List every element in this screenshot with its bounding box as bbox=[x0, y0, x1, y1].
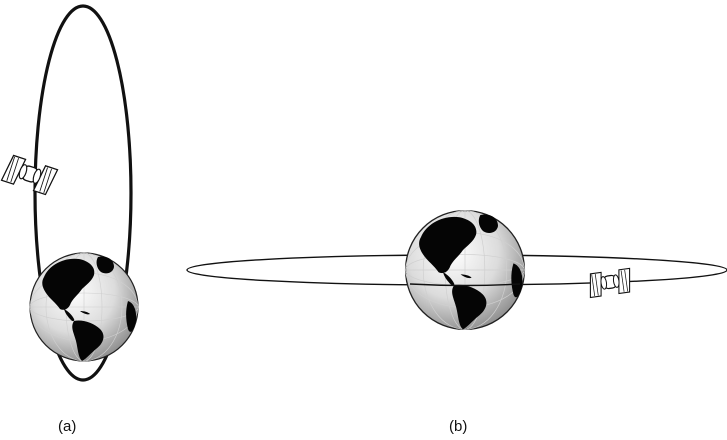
satellite-icon bbox=[2, 154, 58, 195]
earth-globe-icon bbox=[30, 253, 138, 361]
caption-a: (a) bbox=[58, 418, 76, 435]
caption-b: (b) bbox=[449, 418, 467, 435]
panel-b bbox=[187, 211, 727, 330]
satellite-icon bbox=[587, 268, 633, 297]
earth-globe-icon bbox=[406, 211, 525, 330]
panel-a bbox=[2, 6, 138, 380]
